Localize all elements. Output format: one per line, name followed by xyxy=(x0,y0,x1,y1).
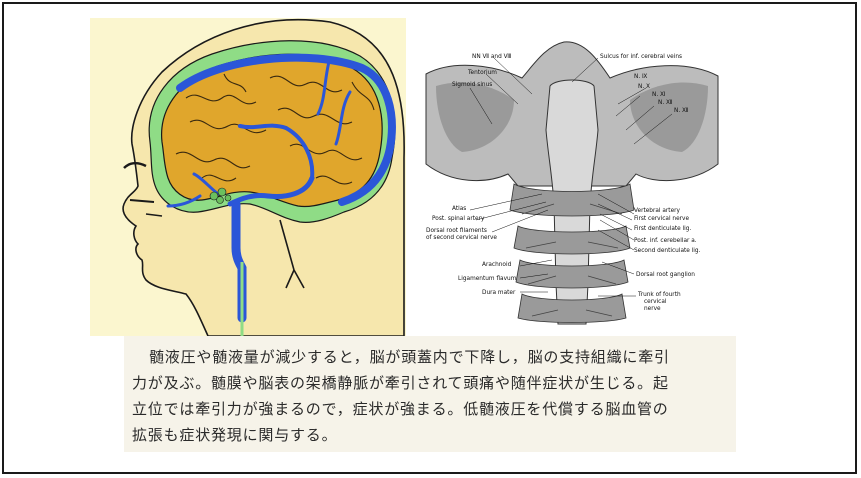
label-vertebral-artery: Vertebral artery xyxy=(634,208,681,214)
label-sulcus: Sulcus for inf. cerebral veins xyxy=(600,54,682,60)
head-illustration xyxy=(90,18,406,336)
caption-line-3: 立位では牽引力が強まるので，症状が強まる。低髄液圧を代償する脳血管の xyxy=(132,396,670,422)
label-post-inf-cerebellar: Post. inf. cerebellar a. xyxy=(634,238,697,244)
caption-line-2: 力が及ぶ。髄膜や脳表の架橋静脈が牽引されて頭痛や随伴症状が生じる。起 xyxy=(132,370,670,396)
label-n12a: N. Ⅻ xyxy=(658,100,673,106)
label-arachnoid: Arachnoid xyxy=(482,262,512,268)
label-n10: N. Ⅹ xyxy=(638,84,650,90)
caption-line-1: 髄液圧や髄液量が減少すると，脳が頭蓋内で下降し，脳の支持組織に牽引 xyxy=(132,344,670,370)
label-n9: N. Ⅸ xyxy=(634,74,648,80)
anatomy-illustration: NN Ⅶ and Ⅷ Tentorium Sigmoid sinus Sulcu… xyxy=(422,34,722,326)
anatomy-figure: NN Ⅶ and Ⅷ Tentorium Sigmoid sinus Sulcu… xyxy=(422,34,722,326)
label-ligamentum-flavum: Ligamentum flavum xyxy=(458,276,517,282)
label-dorsal-root-filaments-2: of second cervical nerve xyxy=(426,235,497,241)
vertebrae xyxy=(510,184,634,323)
label-trunk-fourth-3: nerve xyxy=(644,306,661,312)
label-atlas: Atlas xyxy=(452,206,466,212)
label-dorsal-root-ganglion: Dorsal root ganglion xyxy=(636,272,695,278)
label-dorsal-root-filaments-1: Dorsal root filaments xyxy=(426,228,487,234)
label-post-spinal-artery: Post. spinal artery xyxy=(432,216,485,222)
label-first-cervical-nerve: First cervical nerve xyxy=(634,216,689,222)
label-nn-7-8: NN Ⅶ and Ⅷ xyxy=(472,54,512,60)
label-dura-mater: Dura mater xyxy=(482,290,516,296)
label-n11: N. Ⅺ xyxy=(652,92,665,98)
label-trunk-fourth-2: cervical xyxy=(644,299,667,305)
label-second-denticulate: Second denticulate lig. xyxy=(634,248,701,254)
caption-box: 髄液圧や髄液量が減少すると，脳が頭蓋内で下降し，脳の支持組織に牽引 力が及ぶ。髄… xyxy=(124,336,736,452)
head-brain-figure xyxy=(90,18,406,336)
label-trunk-fourth-1: Trunk of fourth xyxy=(637,292,681,298)
label-n12b: N. Ⅻ xyxy=(674,108,689,114)
label-first-denticulate: First denticulate lig. xyxy=(634,226,691,232)
caption-line-4: 拡張も症状発現に関与する。 xyxy=(132,422,670,448)
label-sigmoid-sinus: Sigmoid sinus xyxy=(452,82,492,88)
label-tentorium: Tentorium xyxy=(467,70,497,76)
